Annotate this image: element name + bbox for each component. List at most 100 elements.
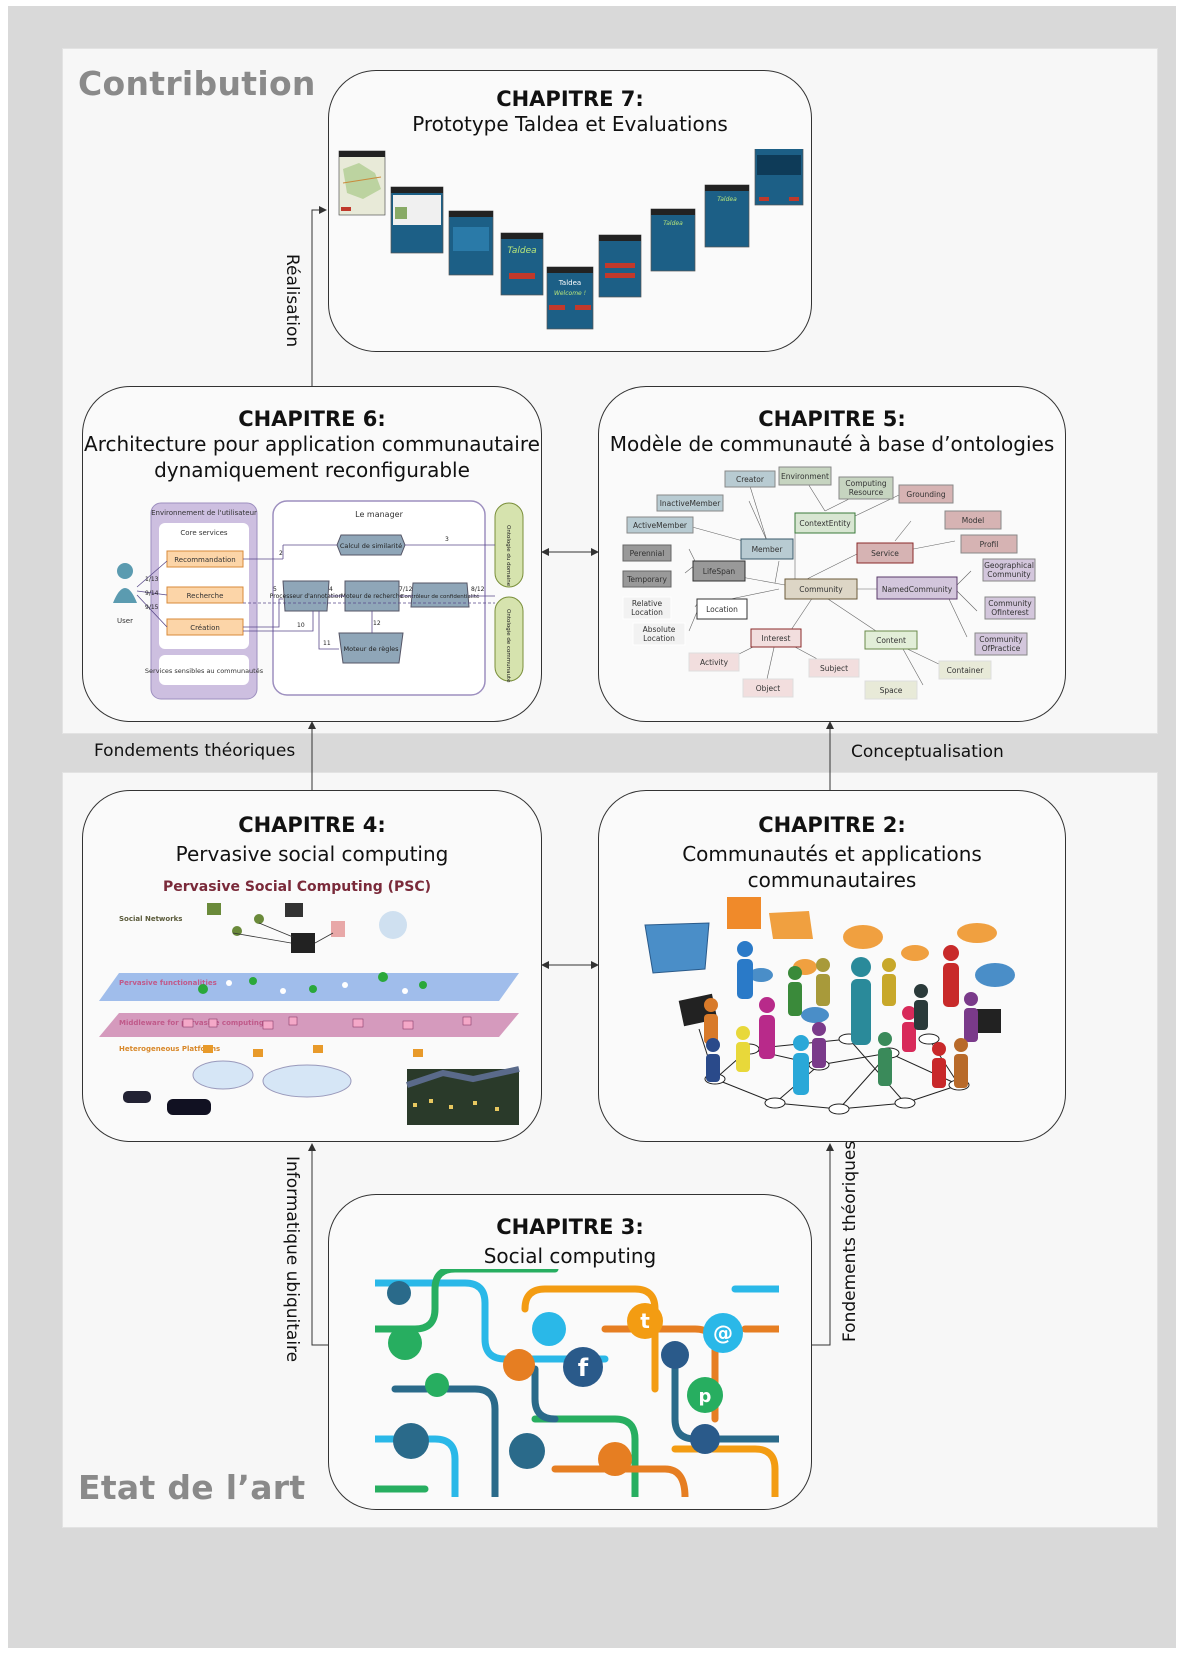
chapter-3-subtitle: Social computing xyxy=(483,1244,657,1268)
svg-text:Computing: Computing xyxy=(845,479,886,488)
svg-text:Service: Service xyxy=(871,549,899,558)
svg-text:8/12: 8/12 xyxy=(471,586,485,593)
svg-text:Member: Member xyxy=(752,545,784,554)
svg-text:Creator: Creator xyxy=(736,475,765,484)
svg-text:10: 10 xyxy=(297,622,305,629)
svg-text:11: 11 xyxy=(323,640,331,647)
svg-text:f: f xyxy=(578,1354,589,1382)
core-services-label: Core services xyxy=(180,529,228,537)
label-realisation: Réalisation xyxy=(282,254,302,348)
svg-text:ActiveMember: ActiveMember xyxy=(633,521,688,530)
svg-text:t: t xyxy=(640,1309,650,1333)
svg-text:Community: Community xyxy=(799,585,843,594)
svg-text:9/14: 9/14 xyxy=(145,590,159,597)
svg-text:4: 4 xyxy=(329,586,333,593)
svg-text:Content: Content xyxy=(876,636,906,645)
chapter-2-subtitle: Communautés et applications communautair… xyxy=(682,842,982,892)
chapter-5-subtitle: Modèle de communauté à base d’ontologies xyxy=(609,432,1055,456)
psc-layer-social: Social Networks xyxy=(119,915,182,923)
svg-text:Temporary: Temporary xyxy=(626,575,667,584)
svg-text:InactiveMember: InactiveMember xyxy=(660,499,722,508)
svg-text:Welcome !: Welcome ! xyxy=(554,290,586,297)
processeur-label: Processeur d'annotation xyxy=(270,593,343,600)
psc-layer-pervasive: Pervasive functionalities xyxy=(119,979,217,987)
psc-layer-platforms: Heterogeneous Platforms xyxy=(119,1045,220,1053)
chapter-7-box: CHAPITRE 7: Prototype Taldea et Evaluati… xyxy=(328,70,812,352)
svg-text:7/12: 7/12 xyxy=(399,586,413,593)
moteur-recherche-label: Moteur de recherche xyxy=(341,593,404,600)
svg-text:Grounding: Grounding xyxy=(906,490,945,499)
chapter-2-box: CHAPITRE 2: Communautés et applications … xyxy=(598,790,1066,1142)
chapter-3-social-icons-figure: t @ f p xyxy=(375,1269,779,1497)
svg-text:NamedCommunity: NamedCommunity xyxy=(882,585,953,594)
svg-text:Interest: Interest xyxy=(762,634,791,643)
svg-text:Community: Community xyxy=(988,599,1032,608)
svg-text:Container: Container xyxy=(947,666,985,675)
svg-text:Location: Location xyxy=(631,608,663,617)
svg-text:Taldea: Taldea xyxy=(663,220,683,227)
chapter-5-box: CHAPITRE 5: Modèle de communauté à base … xyxy=(598,386,1066,722)
creation-label: Création xyxy=(190,624,220,632)
region-label-state-of-art: Etat de l’art xyxy=(78,1468,306,1507)
svg-text:Subject: Subject xyxy=(820,664,848,673)
services-sensibles-label: Services sensibles au communautés xyxy=(145,667,264,675)
chapter-4-subtitle: Pervasive social computing xyxy=(175,842,449,866)
chapter-6-title: CHAPITRE 6: xyxy=(238,407,386,431)
svg-text:Taldea: Taldea xyxy=(717,196,737,203)
svg-text:p: p xyxy=(699,1386,712,1407)
label-conceptualisation: Conceptualisation xyxy=(851,742,1004,762)
chapter-6-box: CHAPITRE 6: Architecture pour applicatio… xyxy=(82,386,542,722)
svg-text:Activity: Activity xyxy=(700,658,729,667)
svg-text:Object: Object xyxy=(756,684,780,693)
chapter-7-screenshots: Taldea Taldea Welcome ! Taldea Taldea xyxy=(338,149,804,330)
svg-text:Location: Location xyxy=(643,634,675,643)
chapter-6-subtitle-line2: dynamiquement reconfigurable xyxy=(154,458,470,482)
ontologie-domaine-label: Ontologie du domaine xyxy=(505,525,511,587)
svg-text:Taldea: Taldea xyxy=(507,246,536,256)
chapter-7-title: CHAPITRE 7: xyxy=(496,87,644,111)
chapter-4-title: CHAPITRE 4: xyxy=(238,813,386,837)
svg-text:Community: Community xyxy=(979,635,1023,644)
manager-label: Le manager xyxy=(355,510,403,519)
svg-text:ContextEntity: ContextEntity xyxy=(799,519,851,528)
svg-text:Profil: Profil xyxy=(980,540,999,549)
label-fondements-left: Fondements théoriques xyxy=(94,741,296,761)
label-informatique-ubiquitaire: Informatique ubiquitaire xyxy=(282,1156,302,1363)
svg-text:5: 5 xyxy=(273,586,277,593)
svg-text:OfInterest: OfInterest xyxy=(991,608,1029,617)
moteur-regles-label: Moteur de règles xyxy=(343,645,399,653)
svg-text:Resource: Resource xyxy=(849,488,884,497)
controleur-label: Contrôleur de confidentialité xyxy=(401,593,480,600)
svg-text:OfPractice: OfPractice xyxy=(982,644,1021,653)
svg-text:Geographical: Geographical xyxy=(984,561,1034,570)
svg-text:Space: Space xyxy=(880,686,903,695)
svg-text:Perennial: Perennial xyxy=(630,549,665,558)
svg-text:Location: Location xyxy=(706,605,738,614)
chapter-4-box: CHAPITRE 4: Pervasive social computing P… xyxy=(82,790,542,1142)
svg-text:3: 3 xyxy=(445,536,449,543)
svg-text:Community: Community xyxy=(987,570,1031,579)
chapter-5-title: CHAPITRE 5: xyxy=(758,407,906,431)
env-title: Environnement de l'utilisateur xyxy=(151,509,257,517)
chapter-6-architecture-figure: User Environnement de l'utilisateur Core… xyxy=(113,500,524,700)
svg-text:Environment: Environment xyxy=(781,472,829,481)
psc-title: Pervasive Social Computing (PSC) xyxy=(163,879,431,895)
label-fondements-right: Fondements théoriques xyxy=(840,1140,860,1342)
svg-text:Relative: Relative xyxy=(632,599,663,608)
chapter-2-title: CHAPITRE 2: xyxy=(758,813,906,837)
chapter-7-subtitle: Prototype Taldea et Evaluations xyxy=(412,112,728,136)
chapter-4-psc-figure: Pervasive Social Computing (PSC) Social … xyxy=(99,879,520,1125)
svg-text:LifeSpan: LifeSpan xyxy=(703,567,736,576)
user-label: User xyxy=(117,617,133,625)
chapter-3-title: CHAPITRE 3: xyxy=(496,1215,644,1239)
ontologie-communaute-label: Ontologie de communauté xyxy=(505,609,512,683)
svg-text:@: @ xyxy=(713,1321,733,1345)
chapter-6-subtitle-line1: Architecture pour application communauta… xyxy=(84,432,540,456)
recommandation-label: Recommandation xyxy=(174,556,236,564)
svg-text:12: 12 xyxy=(373,620,381,627)
svg-text:Absolute: Absolute xyxy=(643,625,676,634)
svg-text:2: 2 xyxy=(279,550,283,557)
chapter-2-community-figure xyxy=(644,897,1015,1115)
